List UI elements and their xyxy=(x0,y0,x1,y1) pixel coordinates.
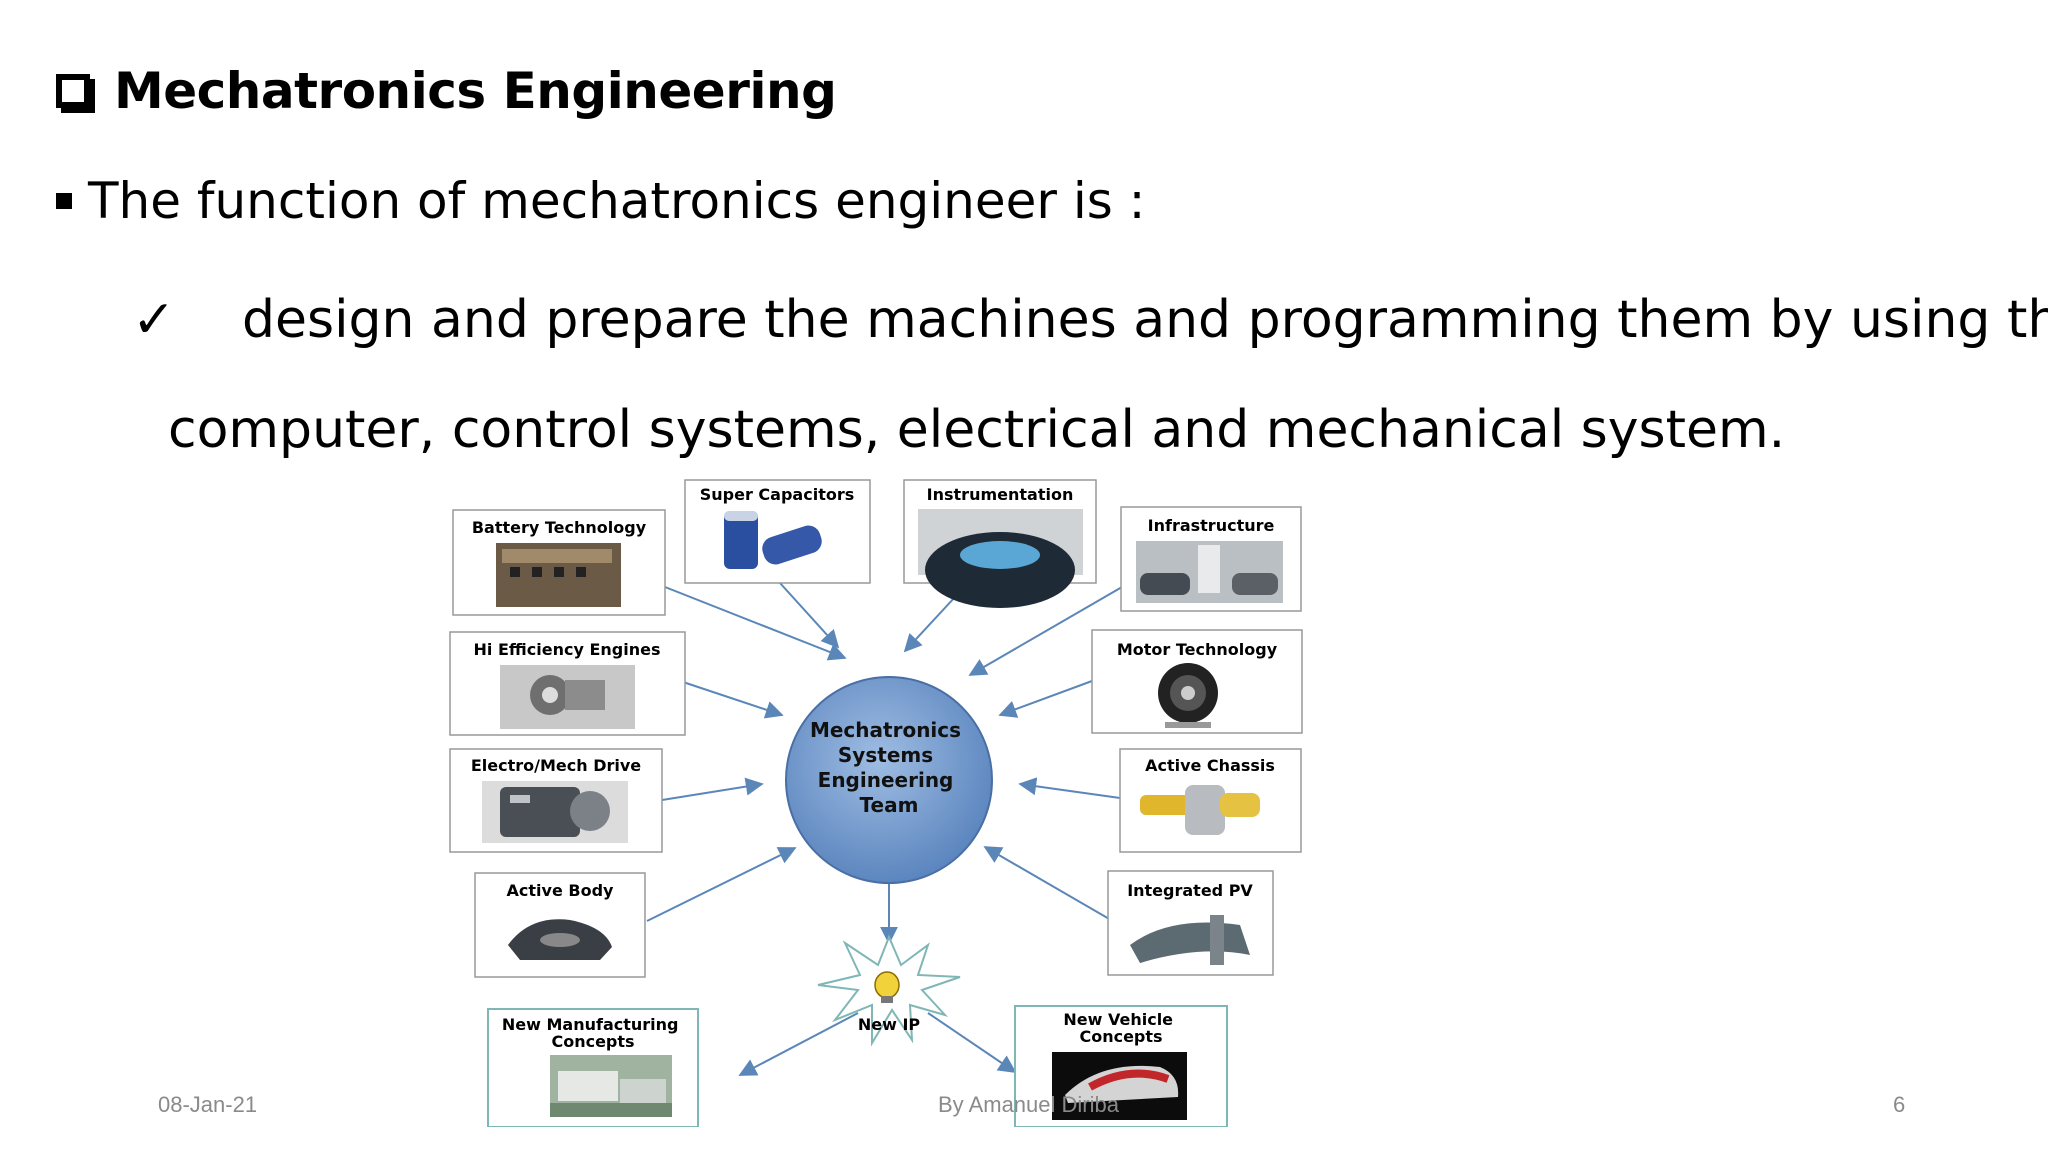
checkbox-icon xyxy=(56,74,90,108)
box-super-capacitors: Super Capacitors xyxy=(684,479,871,584)
svg-text:New Vehicle Concepts: New Vehicle Concepts xyxy=(1063,1010,1178,1046)
center-circle xyxy=(785,676,993,884)
box-new-manufacturing-concepts: New Manufacturing Concepts xyxy=(487,1008,699,1128)
arrows xyxy=(646,582,1123,1076)
box-infrastructure: Infrastructure xyxy=(1120,506,1302,612)
capacitor-image xyxy=(724,511,822,569)
svg-text:Infrastructure: Infrastructure xyxy=(1148,516,1275,535)
svg-text:New Manufacturing Concep: New Manufacturing Concepts xyxy=(502,1015,684,1051)
box-active-chassis: Active Chassis xyxy=(1119,748,1302,853)
footer-date: 08-Jan-21 xyxy=(158,1092,258,1117)
svg-text:Active Body: Active Body xyxy=(507,881,614,900)
motor-image xyxy=(1158,663,1218,728)
battery-image xyxy=(496,543,621,607)
lightbulb-icon xyxy=(874,971,900,1003)
box-instrumentation: Instrumentation xyxy=(903,479,1097,608)
dashboard-image xyxy=(918,509,1083,608)
slide-title: Mechatronics Engineering xyxy=(56,62,837,120)
box-hi-efficiency-engines: Hi Efficiency Engines xyxy=(449,631,686,736)
drive-image xyxy=(482,781,628,843)
car-body-image xyxy=(508,919,612,960)
box-new-vehicle-concepts: New Vehicle Concepts xyxy=(1014,1005,1228,1128)
center-label: Mechatronics Systems Engineering Team xyxy=(810,718,968,817)
svg-text:Integrated PV: Integrated PV xyxy=(1127,881,1253,900)
svg-text:Electro/Mech Drive: Electro/Mech Drive xyxy=(471,756,641,775)
svg-text:Hi Efficiency Engines: Hi Efficiency Engines xyxy=(474,640,661,659)
concept-car-image xyxy=(1052,1052,1187,1120)
box-motor-technology: Motor Technology xyxy=(1091,629,1303,734)
suspension-image xyxy=(1140,785,1260,835)
box-electro-mech-drive: Electro/Mech Drive xyxy=(449,748,663,853)
box-battery-technology: Battery Technology xyxy=(452,509,666,616)
box-integrated-pv: Integrated PV xyxy=(1107,870,1274,976)
charging-station-image xyxy=(1136,541,1283,603)
new-ip-label: New IP xyxy=(858,1015,921,1034)
box-active-body: Active Body xyxy=(474,872,646,978)
svg-text:Battery Technology: Battery Technology xyxy=(472,518,647,537)
check-item-continuation: computer, control systems, electrical an… xyxy=(168,400,1786,460)
footer-page-number: 6 xyxy=(1893,1092,1906,1117)
check-item-text-1: design and prepare the machines and prog… xyxy=(242,290,2048,350)
bullet-point: The function of mechatronics engineer is… xyxy=(56,172,1146,230)
engine-image xyxy=(500,665,635,729)
svg-text:Super Capacitors: Super Capacitors xyxy=(700,485,855,504)
footer-author: By Amanuel Diriba xyxy=(938,1092,1119,1117)
checkmark-icon: ✓ xyxy=(132,290,176,350)
svg-text:Active Chassis: Active Chassis xyxy=(1145,756,1275,775)
bullet-text: The function of mechatronics engineer is… xyxy=(88,172,1146,230)
solar-panel-image xyxy=(1130,915,1250,965)
check-item: ✓ design and prepare the machines and pro… xyxy=(132,290,2048,350)
svg-text:Motor Technology: Motor Technology xyxy=(1117,640,1278,659)
svg-text:Instrumentation: Instrumentation xyxy=(927,485,1074,504)
mechatronics-diagram: Mechatronics Systems Engineering Team Ne… xyxy=(440,479,1320,1155)
slide-title-text: Mechatronics Engineering xyxy=(114,62,837,120)
factory-image xyxy=(550,1055,672,1117)
square-bullet-icon xyxy=(56,193,72,209)
